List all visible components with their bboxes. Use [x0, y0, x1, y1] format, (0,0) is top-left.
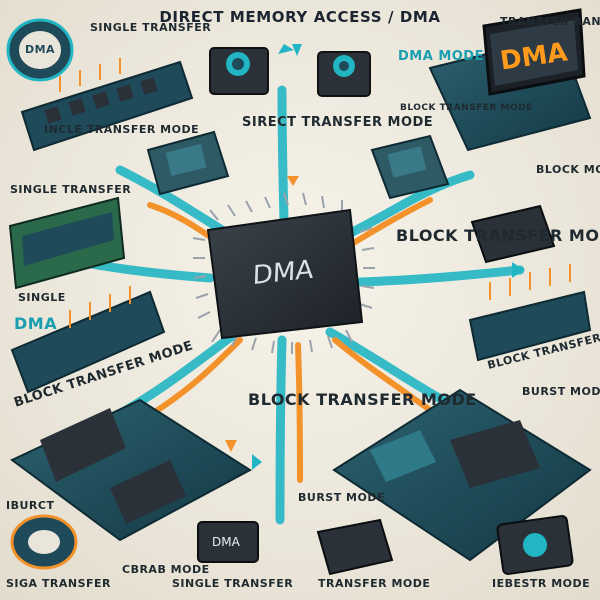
label-siga-transfer: SIGA TRANSFER: [6, 577, 112, 590]
arrow-b: [295, 342, 303, 483]
ribbon-top-left: [115, 165, 235, 240]
board-top-right: [428, 8, 592, 152]
label-iebestr-mode: IEBESTR MODE: [492, 577, 591, 590]
central-chip-pins: [192, 192, 375, 354]
label-dma-left: DMA: [14, 314, 58, 333]
label-transfer-ranser: TRANSFER RANSER: [500, 15, 600, 28]
label-transfer-mode-bottom: TRANSFER MODE: [318, 577, 431, 590]
board-bottom-left: [10, 398, 252, 542]
label-iburct: IBURCT: [6, 499, 55, 512]
arrow-ll: [147, 337, 243, 418]
ribbon-top-right: [335, 170, 475, 243]
label-incle-transfer-mode: INCLE TRANSFER MODE: [44, 123, 200, 136]
label-single-transfer-left: SINGLE TRANSFER: [10, 183, 132, 196]
top-chip-right: [317, 51, 371, 97]
arrowhead-top-2: [278, 44, 294, 54]
label-burst-mode-center: BURST MODE: [298, 491, 385, 504]
arrowhead-orange-mid: [287, 176, 299, 186]
chip-bottom-second: [316, 518, 394, 576]
ribbon-bottom: [275, 335, 287, 525]
label-sirect-transfer-mode: SIRECT TRANSFER MODE: [242, 115, 434, 130]
label-single: SINGLE: [18, 291, 66, 304]
memory-stick-right: [468, 264, 592, 362]
label-block-transfer-mode-center: BLOCK TRANSFER MODE: [248, 390, 477, 409]
arrowhead-orange-center: [225, 440, 237, 452]
chip-bottom-center: [197, 521, 259, 563]
arrow-lr: [332, 337, 433, 413]
label-single-transfer-bottom: SINGLE TRANSFER: [172, 577, 294, 590]
coin-bottom-left: [10, 514, 78, 570]
chip-upper-left: [146, 130, 230, 196]
arrow-ur: [347, 197, 433, 248]
chip-bottom-right: [496, 515, 574, 575]
label-header-right: BLOCK TRANSFER MODE: [400, 103, 533, 113]
arrowhead-right: [512, 262, 524, 278]
label-dma-mode: DMA MODE: [398, 49, 484, 64]
chip-right-block-mode: [470, 204, 556, 264]
badge-label: DMA: [24, 43, 56, 56]
label-cbrab-mode: CBRAB MODE: [122, 563, 210, 576]
memory-stick-top-left: [20, 58, 194, 152]
chip-upper-right: [370, 134, 450, 200]
label-block-mode: BLOCK MODE: [536, 163, 600, 176]
arrowhead-center: [252, 454, 262, 470]
chip-stick-left: [10, 286, 166, 394]
top-chip-left: [209, 47, 269, 95]
board-bottom-right: [332, 388, 592, 562]
label-block-transfer-mode-right: BLOCK TRANSFER MODE: [396, 226, 600, 245]
label-single-transfer-tl: SINGLE TRANSFER: [90, 21, 212, 34]
bottom-chip-label: DMA: [212, 535, 240, 549]
arrowhead-top: [292, 44, 302, 56]
central-chip-body: [206, 208, 364, 340]
ribbon-right: [355, 265, 525, 287]
ribbon-top: [277, 85, 289, 225]
label-burst-mode-right: BURST MODE: [522, 385, 600, 398]
badge-top-left: [6, 18, 74, 82]
diagram-title: DIRECT MEMORY ACCESS / DMA: [159, 8, 441, 26]
memory-slot-left: [8, 196, 126, 290]
